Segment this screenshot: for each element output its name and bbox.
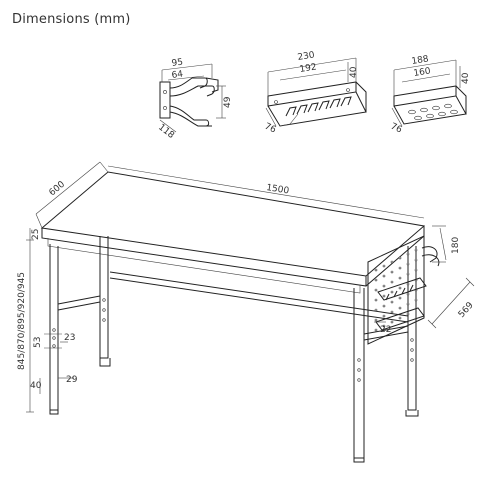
tool-holder-height-label: 40 <box>349 66 359 78</box>
workbench-top <box>40 171 426 277</box>
double-hook-drawing <box>159 77 219 127</box>
workbench-length-label: 1500 <box>266 183 290 197</box>
screwdriver-holder-length-inner-label: 160 <box>413 66 432 79</box>
leg-step-label: 23 <box>64 333 75 343</box>
double-hook-width-outer-label: 95 <box>171 57 184 68</box>
tool-holder-dimensions: 230 192 40 76 <box>263 50 359 135</box>
pegboard-height-label: 180 <box>451 237 461 254</box>
workbench-dimensions: 600 1500 25 845/870/895/920/945 53 23 40… <box>17 161 476 413</box>
screwdriver-holder-depth-label: 76 <box>389 122 404 136</box>
leg-front-right <box>353 288 365 459</box>
leg-back-right <box>407 246 417 411</box>
workbench-drawing <box>40 171 440 463</box>
top-thickness-label: 25 <box>31 229 41 240</box>
tool-holder-depth-label: 76 <box>263 122 278 136</box>
foot-width-label: 40 <box>30 381 42 391</box>
screwdriver-holder-length-outer-label: 188 <box>411 54 430 67</box>
screwdriver-holder-dimensions: 188 160 40 76 <box>389 54 471 135</box>
double-hook-width-inner-label: 64 <box>171 69 184 81</box>
tool-holder-length-inner-label: 192 <box>299 62 318 75</box>
pegboard-width-label: 569 <box>457 300 476 320</box>
tool-holder-drawing <box>267 81 367 127</box>
leg-offset-label: 53 <box>33 337 43 348</box>
leg-back-left <box>99 236 109 359</box>
double-hook-dimensions: 95 64 49 118 <box>156 57 233 141</box>
leg-front-left <box>49 244 59 411</box>
double-hook-height-label: 49 <box>223 96 233 108</box>
double-hook-depth-label: 118 <box>156 122 176 141</box>
foot-offset-label: 29 <box>66 375 78 385</box>
page-title: Dimensions (mm) <box>12 12 131 27</box>
tool-holder-length-outer-label: 230 <box>297 50 316 63</box>
pegboard-detail-label: 22 <box>380 325 391 335</box>
height-options-label: 845/870/895/920/945 <box>17 272 27 370</box>
screwdriver-holder-drawing <box>393 85 467 125</box>
screwdriver-holder-height-label: 40 <box>461 72 471 84</box>
pegboard <box>367 235 425 345</box>
workbench-depth-label: 600 <box>48 179 68 198</box>
